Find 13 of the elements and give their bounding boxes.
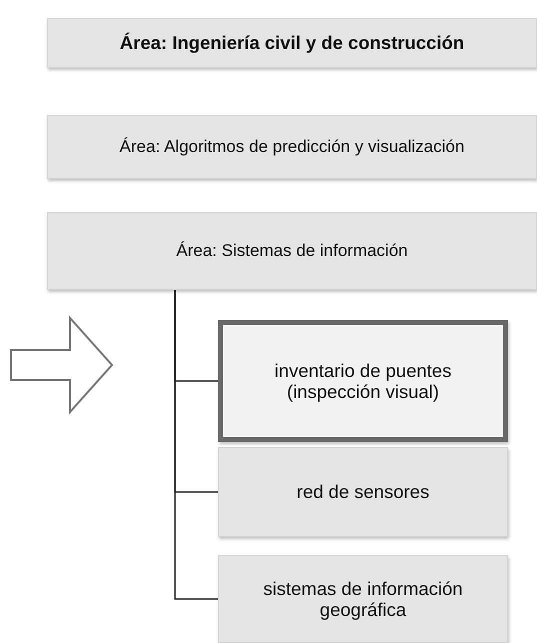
box-label: inventario de puentes (inspección visual) — [274, 360, 452, 402]
box-label: Área: Ingeniería civil y de construcción — [120, 32, 464, 54]
area-box — [47, 18, 537, 68]
area-box — [47, 212, 537, 290]
area-box — [218, 320, 508, 442]
box-label: red de sensores — [296, 481, 430, 503]
box-label: sistemas de información geográfica — [262, 578, 464, 620]
area-box — [47, 115, 537, 179]
box-label: Área: Sistemas de información — [176, 241, 408, 261]
area-box — [218, 447, 508, 537]
area-box — [218, 555, 508, 643]
box-label: Área: Algoritmos de predicción y visualización — [120, 137, 464, 157]
connector-line — [174, 290, 218, 600]
